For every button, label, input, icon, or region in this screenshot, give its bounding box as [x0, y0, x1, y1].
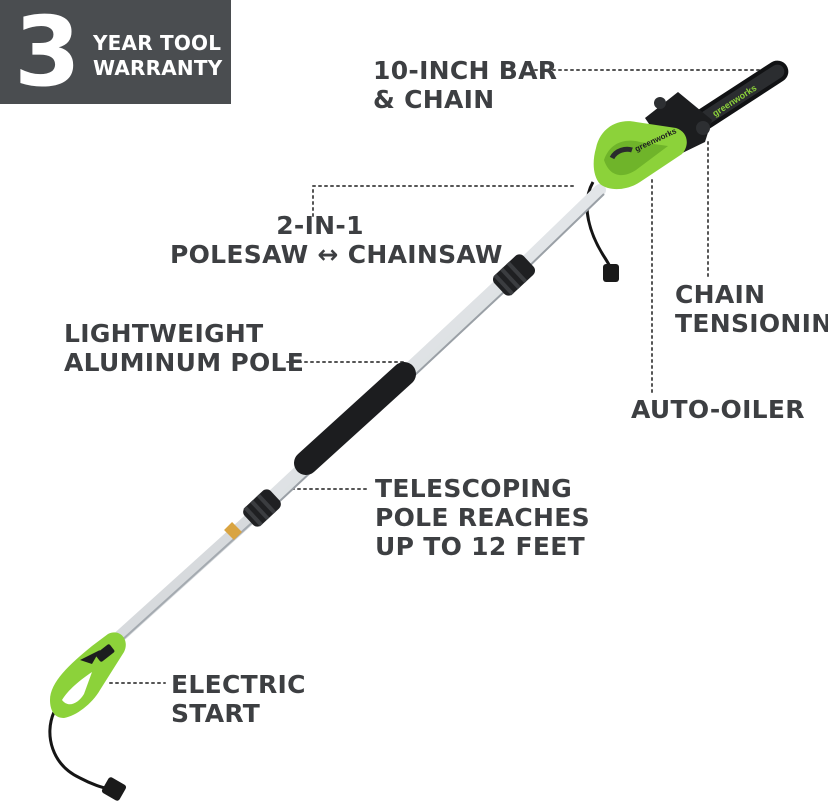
- callout-electric-start-line-2: START: [171, 699, 261, 728]
- warranty-line-1: YEAR TOOL: [93, 31, 222, 55]
- callout-telescoping: TELESCOPING POLE REACHES UP TO 12 FEET: [375, 474, 590, 561]
- callout-2in1: 2-IN-1 POLESAW ↔ CHAINSAW: [170, 211, 503, 269]
- callout-electric-start: ELECTRIC START: [171, 670, 306, 728]
- callout-bar-chain: 10-INCH BAR & CHAIN: [373, 56, 557, 114]
- callout-auto-oiler-line-1: AUTO-OILER: [631, 395, 805, 424]
- callout-telescoping-line-2: POLE REACHES: [375, 503, 590, 532]
- callout-chain-tensioning: CHAIN TENSIONING: [675, 280, 828, 338]
- lower-power-cord: [48, 711, 113, 792]
- leader-lines: [109, 69, 771, 684]
- tension-knob: [696, 121, 710, 135]
- warranty-line-2: WARRANTY: [93, 56, 223, 80]
- lower-plug: [101, 777, 127, 801]
- upper-plug: [603, 264, 619, 282]
- lower-collar: [243, 489, 281, 527]
- lower-pole: [112, 502, 268, 644]
- callout-bar-chain-line-2: & CHAIN: [373, 85, 495, 114]
- callout-electric-start-line-1: ELECTRIC: [171, 670, 306, 699]
- upper-collar: [492, 254, 536, 296]
- leader-2in1: [312, 185, 577, 217]
- foam-grip: [294, 362, 416, 475]
- callout-bar-chain-line-1: 10-INCH BAR: [373, 56, 558, 85]
- callout-lightweight-pole: LIGHTWEIGHT ALUMINUM POLE: [64, 319, 304, 377]
- callout-auto-oiler: AUTO-OILER: [631, 395, 805, 424]
- callout-telescoping-line-3: UP TO 12 FEET: [375, 532, 586, 561]
- warranty-years: 3: [14, 0, 81, 108]
- upper-pole: [509, 184, 606, 278]
- callout-telescoping-line-1: TELESCOPING: [375, 474, 573, 503]
- warranty-badge: 3 YEAR TOOL WARRANTY: [0, 0, 231, 104]
- lower-handle: [50, 632, 126, 718]
- callout-chain-tensioning-line-1: CHAIN: [675, 280, 766, 309]
- chainsaw-head: greenworks greenworks: [593, 60, 789, 190]
- callout-lightweight-pole-line-1: LIGHTWEIGHT: [64, 319, 264, 348]
- callout-chain-tensioning-line-2: TENSIONING: [675, 309, 828, 338]
- brass-ring: [224, 522, 242, 540]
- callout-2in1-line-1: 2-IN-1: [276, 211, 364, 240]
- callout-2in1-line-2: POLESAW ↔ CHAINSAW: [170, 240, 503, 269]
- callout-lightweight-pole-line-2: ALUMINUM POLE: [64, 348, 305, 377]
